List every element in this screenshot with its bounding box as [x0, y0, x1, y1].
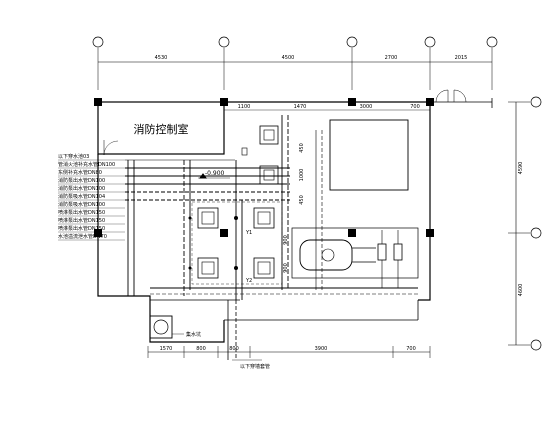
axis-bubble — [346, 36, 358, 48]
pipe-label: 喷淋泵出水管DN150 — [58, 225, 105, 232]
axis-bubble — [530, 339, 542, 351]
dim-label: 800 — [229, 346, 239, 352]
column — [94, 229, 102, 237]
pump — [197, 207, 219, 229]
pipe-label: 东侧补充水管DN80 — [58, 169, 102, 176]
dim-label: 1470 — [294, 104, 307, 110]
pipe-label: 消防泵吸水管DN100 — [58, 201, 105, 208]
column — [426, 229, 434, 237]
dim-label: 800 — [196, 346, 206, 352]
dim-label: 1100 — [238, 104, 251, 110]
pipe-label-group: 以下穿水池03 管消火池补充水管DN100 东侧补充水管DN80 消防泵出水管D… — [58, 153, 125, 241]
pipe-label: 消防泵吸水管DN104 — [58, 193, 105, 200]
axis-bubble — [218, 36, 230, 48]
equipment-base — [329, 119, 409, 191]
dim-label: 450 — [299, 143, 305, 153]
valve-set — [377, 243, 387, 261]
equipment-tag: Y1 — [245, 230, 252, 236]
axis-bubble — [530, 96, 542, 108]
pipe-label: 消防泵出水管DN100 — [58, 177, 105, 184]
pressure-tank — [299, 239, 353, 271]
dim-label: 4600 — [518, 284, 524, 297]
column — [220, 229, 228, 237]
pump-units — [188, 125, 283, 285]
sump-label: 集水坑 — [186, 331, 201, 338]
pressure-tank-area: 450 1000 450 900 900 Y1 Y2 — [245, 119, 419, 288]
pump — [259, 125, 279, 145]
equipment-tag: Y2 — [245, 278, 252, 284]
dim-label: 1000 — [299, 169, 305, 182]
axis-bubble — [486, 36, 498, 48]
bottom-dimension-chain: 1570 800 800 3900 700 — [147, 346, 431, 358]
pump — [197, 257, 219, 279]
pipe-label: 喷淋泵出水管DN150 — [58, 209, 105, 216]
pump — [259, 165, 279, 185]
sump-pump — [153, 319, 169, 335]
pipe-label: 以下穿水池03 — [58, 153, 89, 160]
column — [94, 98, 102, 106]
dim-label: 3000 — [360, 104, 373, 110]
axis-bubble — [424, 36, 436, 48]
column — [220, 98, 228, 106]
pipe-label: 水池溢流泄水管DN70 — [58, 233, 107, 240]
pump — [253, 207, 275, 229]
dim-label: 1570 — [160, 346, 173, 352]
dim-label: 900 — [283, 235, 289, 245]
dim-label: 4500 — [282, 55, 295, 61]
top-dimension-chain: 4530 4500 2700 2015 — [92, 36, 498, 90]
column — [348, 98, 356, 106]
pipe-risers — [127, 115, 418, 360]
room-title: 消防控制室 — [134, 122, 189, 136]
bottom-note: 以下穿墙套管 — [240, 363, 270, 370]
dim-label: 2015 — [455, 55, 468, 61]
dim-label: 700 — [406, 346, 416, 352]
dim-label: 4590 — [518, 162, 524, 175]
axis-bubble — [92, 36, 104, 48]
pipe-label: 消防泵出水管DN100 — [58, 185, 105, 192]
axis-bubble — [530, 227, 542, 239]
dim-label: 2700 — [385, 55, 398, 61]
inner-dimension-chain: 1100 1470 3000 700 — [224, 104, 430, 111]
pipe-label: 喷淋泵出水管DN150 — [58, 217, 105, 224]
pump — [253, 257, 275, 279]
dim-label: 3900 — [315, 346, 328, 352]
right-dimension-chain: 4590 4600 — [508, 96, 542, 351]
valve-set — [393, 243, 403, 261]
dim-label: 450 — [299, 195, 305, 205]
dim-label: 900 — [283, 263, 289, 273]
tank-pad — [291, 227, 419, 279]
column — [426, 98, 434, 106]
elevation-label: -0.900 — [205, 170, 225, 177]
column — [348, 229, 356, 237]
sump-pit — [149, 315, 184, 339]
pipe-label: 管消火池补充水管DN100 — [58, 161, 115, 168]
dim-label: 700 — [410, 104, 420, 110]
dim-label: 4530 — [155, 55, 168, 61]
